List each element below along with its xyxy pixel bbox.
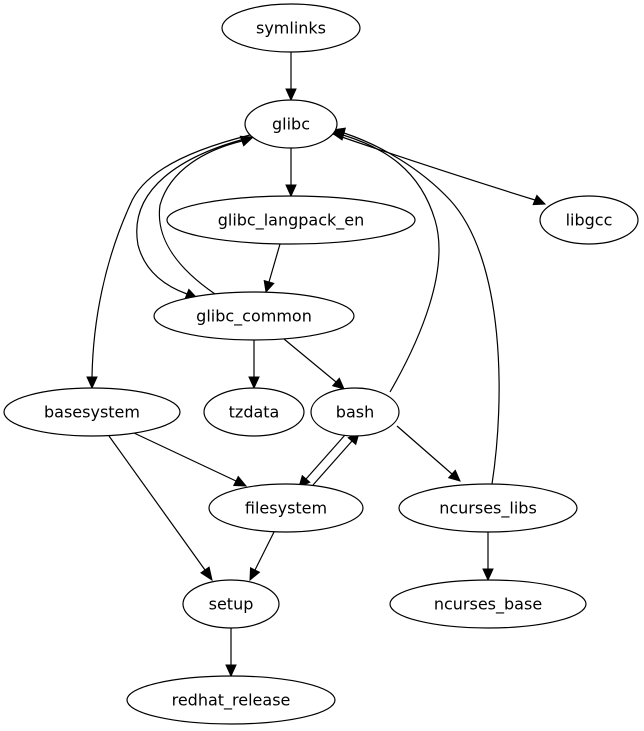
edge-symlinks-to-glibc xyxy=(285,52,297,102)
arrowhead-icon xyxy=(447,469,461,482)
node-ellipse xyxy=(182,579,280,629)
node-label: redhat_release xyxy=(172,691,291,711)
node-label: setup xyxy=(209,595,254,614)
node-label: glibc_common xyxy=(196,307,312,327)
edge-glibc-common-to-bash xyxy=(283,338,345,390)
arrowhead-icon xyxy=(331,127,346,139)
node-ellipse xyxy=(126,675,336,725)
arrowhead-icon xyxy=(86,376,98,390)
node-ellipse xyxy=(3,387,181,437)
arrowhead-icon xyxy=(249,566,261,582)
edge-glibc-to-basesystem xyxy=(86,134,251,390)
node-label: ncurses_base xyxy=(434,595,542,615)
node-setup[interactable]: setup xyxy=(182,579,280,629)
edge-glibc-to-glibc-langpack-en xyxy=(285,148,297,198)
edge-glibc-to-libgcc xyxy=(332,133,547,206)
node-bash[interactable]: bash xyxy=(310,387,400,437)
node-ellipse xyxy=(310,387,400,437)
node-label: filesystem xyxy=(245,499,327,518)
edge-ncurses-libs-to-ncurses-base xyxy=(482,532,494,582)
node-label: tzdata xyxy=(229,403,280,422)
arrowhead-icon xyxy=(225,664,237,678)
edge-filesystem-to-bash xyxy=(312,432,360,486)
arrowhead-icon xyxy=(331,377,345,390)
node-ncurses-libs[interactable]: ncurses_libs xyxy=(398,483,578,533)
node-label: bash xyxy=(336,403,374,422)
node-symlinks[interactable]: symlinks xyxy=(221,3,361,53)
edge-line xyxy=(136,136,253,295)
node-basesystem[interactable]: basesystem xyxy=(3,387,181,437)
edges-layer xyxy=(86,52,547,678)
node-ellipse xyxy=(203,387,305,437)
edge-line xyxy=(342,134,440,393)
node-filesystem[interactable]: filesystem xyxy=(208,483,364,533)
edge-glibc-common-to-tzdata xyxy=(248,340,260,390)
arrowhead-icon xyxy=(232,475,248,487)
node-ellipse xyxy=(166,195,416,245)
node-ellipse xyxy=(221,3,361,53)
edge-glibc-common-to-glibc xyxy=(158,135,255,295)
edge-line xyxy=(305,434,346,480)
arrowhead-icon xyxy=(248,376,260,390)
node-ncurses-base[interactable]: ncurses_base xyxy=(389,579,587,629)
node-label: glibc_langpack_en xyxy=(218,211,365,231)
arrowhead-icon xyxy=(532,194,547,206)
arrowhead-icon xyxy=(285,184,297,198)
edge-basesystem-to-setup xyxy=(108,435,213,582)
node-libgcc[interactable]: libgcc xyxy=(539,195,639,245)
node-tzdata[interactable]: tzdata xyxy=(203,387,305,437)
node-ellipse xyxy=(398,483,578,533)
arrowhead-icon xyxy=(285,88,297,102)
edge-line xyxy=(254,531,275,571)
node-label: glibc xyxy=(272,115,310,134)
edge-ncurses-libs-to-glibc xyxy=(331,127,500,485)
edge-bash-to-filesystem xyxy=(298,434,346,488)
arrowhead-icon xyxy=(482,568,494,582)
arrowhead-icon xyxy=(200,566,213,582)
edge-bash-to-ncurses-libs xyxy=(396,425,461,482)
edge-line xyxy=(133,432,237,482)
edge-line xyxy=(158,140,243,295)
edge-glibc-langpack-en-to-glibc-common xyxy=(263,243,281,294)
edge-line xyxy=(396,425,453,475)
nodes-layer: symlinks glibc glibc_langpack_en libgcc glib… xyxy=(3,3,639,725)
node-ellipse xyxy=(539,195,639,245)
node-glibc-langpack-en[interactable]: glibc_langpack_en xyxy=(166,195,416,245)
edge-line xyxy=(91,134,251,378)
edge-bash-to-glibc xyxy=(330,129,440,393)
node-label: ncurses_libs xyxy=(439,499,537,519)
node-glibc[interactable]: glibc xyxy=(244,99,338,149)
edge-line xyxy=(108,435,206,571)
edge-basesystem-to-filesystem xyxy=(133,432,248,487)
node-redhat-release[interactable]: redhat_release xyxy=(126,675,336,725)
edge-line xyxy=(332,133,536,201)
node-label: libgcc xyxy=(566,211,613,230)
node-glibc-common[interactable]: glibc_common xyxy=(153,291,355,341)
edge-line xyxy=(343,132,500,485)
node-ellipse xyxy=(208,483,364,533)
node-label: basesystem xyxy=(44,403,140,422)
edge-line xyxy=(312,440,353,486)
node-ellipse xyxy=(389,579,587,629)
edge-line xyxy=(268,243,281,283)
arrowhead-icon xyxy=(263,279,275,294)
arrowhead-icon xyxy=(239,135,255,147)
node-label: symlinks xyxy=(256,19,326,38)
edge-line xyxy=(283,338,337,383)
node-ellipse xyxy=(244,99,338,149)
edge-filesystem-to-setup xyxy=(249,531,275,582)
node-ellipse xyxy=(153,291,355,341)
edge-setup-to-redhat-release xyxy=(225,628,237,678)
